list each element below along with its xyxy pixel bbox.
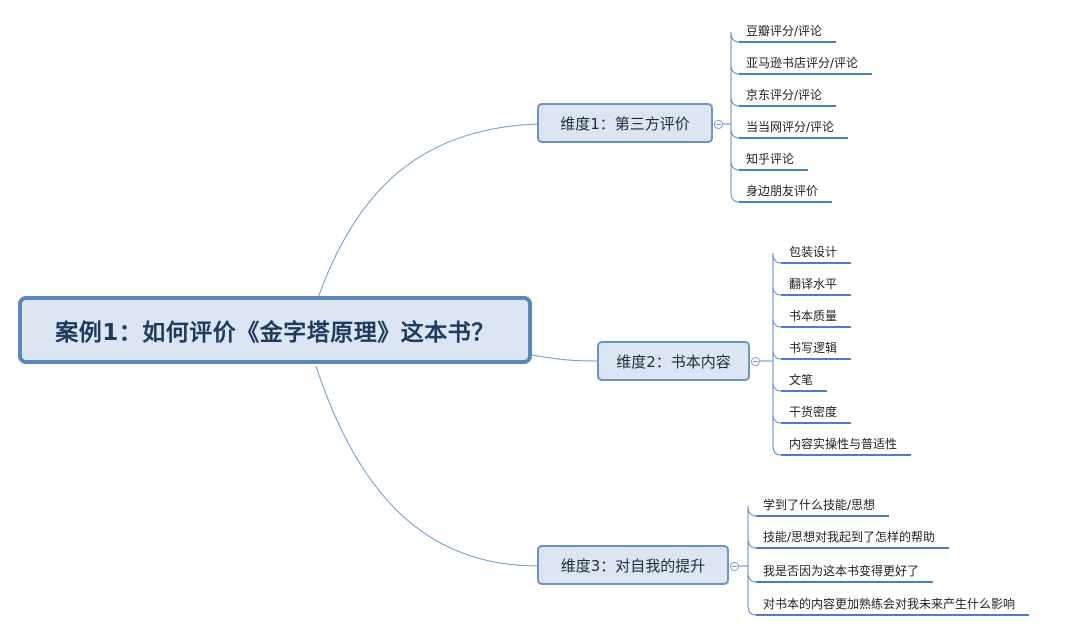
leaf-elbow [772,412,782,424]
leaf-elbow [730,63,740,75]
leaf-elbow [772,252,782,264]
leaf-elbow [747,604,757,616]
leaf-item[interactable]: 身边朋友评价 [746,184,819,198]
leaf-item[interactable]: 学到了什么技能/思想 [763,498,876,512]
leaf-item[interactable]: 亚马逊书店评分/评论 [746,56,859,70]
collapse-minus-icon[interactable] [730,562,739,571]
leaf-item[interactable]: 内容实操性与普适性 [789,437,898,451]
collapse-minus-icon[interactable] [751,357,760,366]
branch-label-2: 维度2：书本内容 [616,352,731,371]
branch-node-2[interactable]: 维度2：书本内容 [597,341,750,381]
branch-label-1: 维度1：第三方评价 [560,114,690,133]
leaf-connectors [723,31,1029,616]
leaf-item[interactable]: 京东评分/评论 [746,88,823,102]
leaf-elbow [747,505,757,517]
leaf-elbow [747,537,757,549]
leaf-item[interactable]: 书写逻辑 [789,341,838,355]
connector-central-branch-3 [315,365,539,567]
leaf-item[interactable]: 文笔 [789,373,814,387]
leaf-elbow [772,444,782,456]
connector-central-branch-1 [317,123,539,299]
leaf-item[interactable]: 知乎评论 [746,152,795,166]
leaf-elbow [730,95,740,107]
connector-central-branch-2 [531,354,599,362]
leaf-item[interactable]: 书本质量 [789,309,838,323]
branch-node-1[interactable]: 维度1：第三方评价 [537,103,713,143]
leaf-elbow [730,159,740,171]
leaf-elbow [730,31,740,43]
collapse-minus-icon[interactable] [714,120,723,129]
branch-node-3[interactable]: 维度3：对自我的提升 [537,545,729,585]
leaf-elbow [772,348,782,360]
leaf-item[interactable]: 当当网评分/评论 [746,120,835,134]
leaf-item[interactable]: 我是否因为这本书变得更好了 [763,564,920,578]
branch-label-3: 维度3：对自我的提升 [560,556,706,575]
leaf-item[interactable]: 包装设计 [789,245,838,259]
leaf-item[interactable]: 豆瓣评分/评论 [746,24,823,38]
leaf-item[interactable]: 翻译水平 [789,277,838,291]
central-topic[interactable]: 案例1：如何评价《金字塔原理》这本书？ [18,296,532,364]
leaf-item[interactable]: 技能/思想对我起到了怎样的帮助 [763,530,936,544]
leaf-item[interactable]: 干货密度 [789,405,838,419]
leaf-elbow [772,316,782,328]
leaf-elbow [730,191,740,203]
leaf-elbow [772,284,782,296]
leaf-item[interactable]: 对书本的内容更加熟练会对我未来产生什么影响 [763,597,1016,611]
leaf-elbow [747,571,757,583]
leaf-elbow [772,380,782,392]
central-topic-label: 案例1：如何评价《金字塔原理》这本书？ [55,320,495,346]
leaf-elbow [730,127,740,139]
